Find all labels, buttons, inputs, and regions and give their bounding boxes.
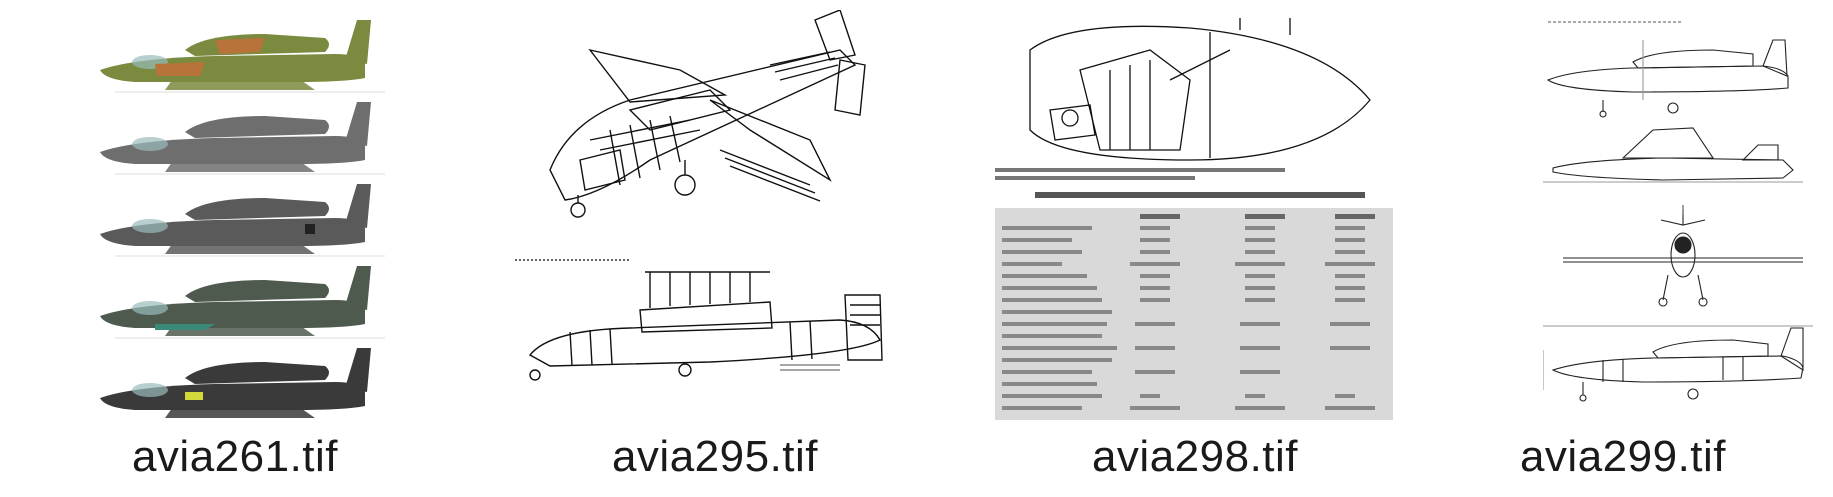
specs-table-icon bbox=[990, 10, 1400, 430]
thumbnail-image-avia299[interactable] bbox=[1542, 10, 1833, 430]
cutaway-drawing-icon bbox=[510, 9, 920, 430]
plate-1 bbox=[100, 20, 371, 90]
top-view bbox=[1543, 127, 1803, 183]
thumbnail-caption-avia261[interactable]: avia261.tif bbox=[131, 432, 339, 481]
cockpit-drawing bbox=[1029, 18, 1371, 161]
thumbnail-caption-avia298[interactable]: avia298.tif bbox=[1091, 432, 1299, 481]
thumbnail-image-avia298[interactable] bbox=[990, 10, 1400, 430]
side-view bbox=[1546, 39, 1789, 118]
thumbnail-image-avia261[interactable] bbox=[95, 10, 385, 430]
specs-table bbox=[995, 208, 1393, 420]
plate-3 bbox=[100, 184, 371, 254]
thumbnail-caption-avia299[interactable]: avia299.tif bbox=[1519, 432, 1727, 481]
thumbnail-tile-avia298[interactable]: avia298.tif bbox=[985, 0, 1405, 497]
color-profile-plates-icon bbox=[95, 10, 385, 430]
three-view-drawing-icon bbox=[1542, 10, 1833, 430]
plate-5 bbox=[100, 348, 371, 418]
plate-4 bbox=[100, 266, 371, 336]
front-view bbox=[1563, 205, 1803, 307]
thumbnail-tile-avia299[interactable]: avia299.tif bbox=[1413, 0, 1833, 497]
cutaway-lower bbox=[528, 271, 883, 381]
cutaway-upper bbox=[549, 9, 866, 218]
thumbnail-image-avia295[interactable] bbox=[510, 9, 920, 430]
thumbnail-tile-avia295[interactable]: avia295.tif bbox=[505, 0, 925, 497]
lower-side-view bbox=[1542, 325, 1813, 402]
thumbnail-caption-avia295[interactable]: avia295.tif bbox=[611, 432, 819, 481]
thumbnail-tile-avia261[interactable]: avia261.tif bbox=[25, 0, 445, 497]
